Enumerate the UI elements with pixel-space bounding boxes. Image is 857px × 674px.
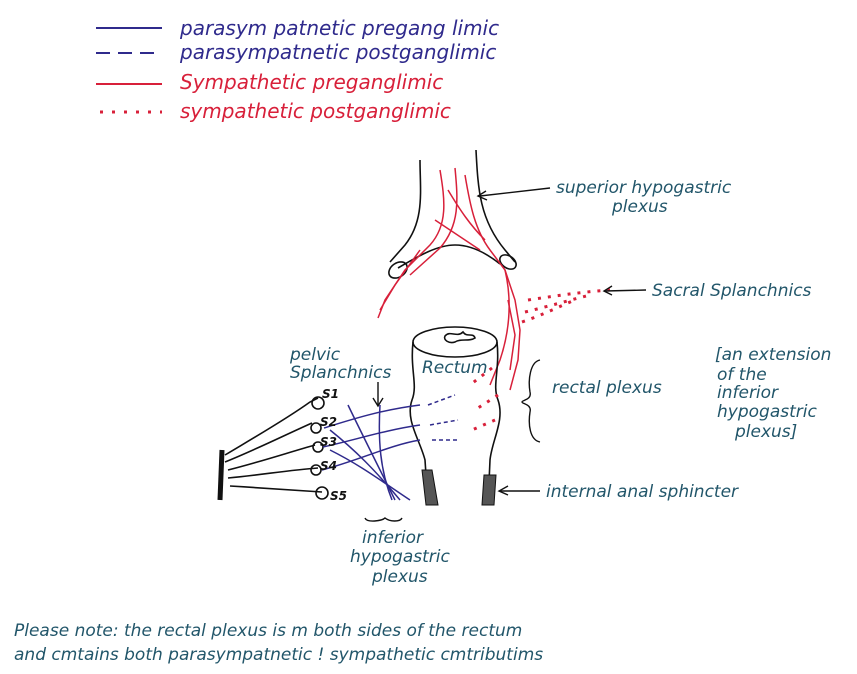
note-line-2: and cmtains both parasympatnetic ! sympa… bbox=[14, 645, 543, 665]
s4-label: S4 bbox=[320, 459, 337, 473]
internal-sphincter-left bbox=[422, 470, 438, 505]
extension-label-4: hypogastric bbox=[717, 402, 817, 422]
rectal-plexus-label: rectal plexus bbox=[552, 378, 662, 398]
note-line-1: Please note: the rectal plexus is m both… bbox=[14, 621, 522, 641]
pelvic-splanchnics-label-2: Splanchnics bbox=[290, 363, 391, 383]
legend-label-parasym-pre: parasym patnetic pregang limic bbox=[179, 16, 499, 40]
extension-note: [an extension of the inferior hypogastri… bbox=[715, 345, 831, 442]
sacral-splanchnic-fibers bbox=[522, 290, 610, 322]
sacral-splanchnics-label: Sacral Splanchnics bbox=[652, 281, 812, 301]
legend-label-sym-post: sympathetic postganglimic bbox=[180, 99, 451, 123]
extension-label-5: plexus] bbox=[734, 422, 797, 442]
s2-label: S2 bbox=[320, 415, 337, 429]
inferior-hypogastric-label-2: hypogastric bbox=[350, 547, 450, 567]
s1-label: S1 bbox=[322, 387, 339, 401]
sacral-roots bbox=[220, 397, 328, 500]
s5-label: S5 bbox=[330, 489, 347, 503]
legend-label-parasym-post: parasympatnetic postganglimic bbox=[179, 40, 496, 64]
rectal-plexus-para-fibers bbox=[428, 395, 458, 440]
rectum-label: Rectum bbox=[422, 358, 488, 378]
extension-label-1: [an extension bbox=[715, 345, 831, 365]
legend-label-sym-pre: Sympathetic preganglimic bbox=[180, 70, 443, 94]
pelvic-splanchnics-label: pelvic bbox=[289, 345, 341, 365]
inferior-hypogastric-label: inferior bbox=[362, 528, 424, 548]
internal-sphincter-right bbox=[482, 475, 496, 505]
extension-label-3: inferior bbox=[717, 383, 779, 403]
extension-label-2: of the bbox=[717, 365, 767, 385]
superior-hypogastric-label: superior hypogastric bbox=[556, 178, 732, 198]
internal-sphincter-label: internal anal sphincter bbox=[546, 482, 739, 502]
superior-hypogastric-label-2: plexus bbox=[611, 197, 668, 217]
s3-label: S3 bbox=[320, 435, 337, 449]
legend: parasym patnetic pregang limic parasympa… bbox=[96, 16, 499, 123]
pointer-arrows bbox=[365, 188, 646, 521]
inferior-hypogastric-label-3: plexus bbox=[371, 567, 428, 587]
